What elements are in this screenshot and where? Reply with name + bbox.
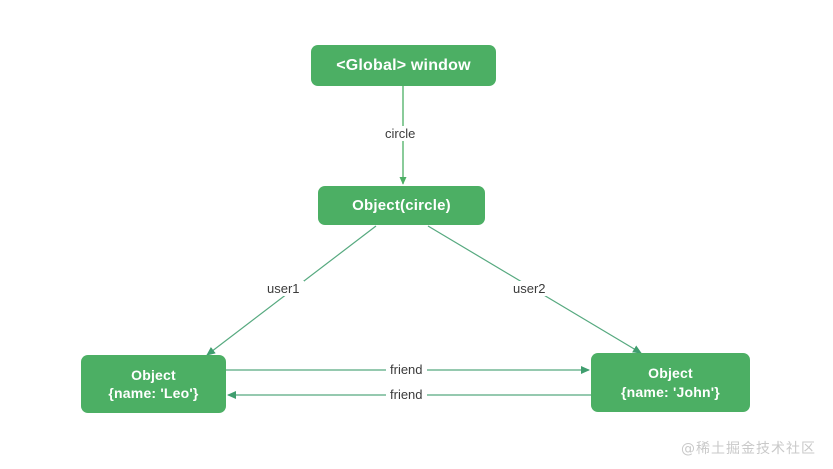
node-object-john-label-line2: {name: 'John'}	[621, 383, 720, 400]
edge-label-circle: circle	[381, 126, 420, 141]
node-object-circle[interactable]: Object(circle)	[318, 186, 485, 225]
node-object-circle-label: Object(circle)	[352, 196, 451, 214]
node-global-window[interactable]: <Global> window	[311, 45, 496, 86]
node-object-john-label-line1: Object	[648, 365, 693, 382]
node-object-leo-label-line1: Object	[131, 366, 176, 383]
node-object-leo[interactable]: Object {name: 'Leo'}	[81, 355, 226, 413]
node-object-john[interactable]: Object {name: 'John'}	[591, 353, 750, 412]
edge-label-user2: user2	[509, 281, 550, 296]
edge-label-friend-bottom: friend	[386, 387, 427, 402]
edge-label-user1: user1	[263, 281, 304, 296]
node-object-leo-label-line2: {name: 'Leo'}	[108, 385, 199, 401]
node-global-window-label: <Global> window	[336, 56, 471, 74]
edge-label-friend-top: friend	[386, 362, 427, 377]
watermark: @稀土掘金技术社区	[681, 441, 816, 457]
